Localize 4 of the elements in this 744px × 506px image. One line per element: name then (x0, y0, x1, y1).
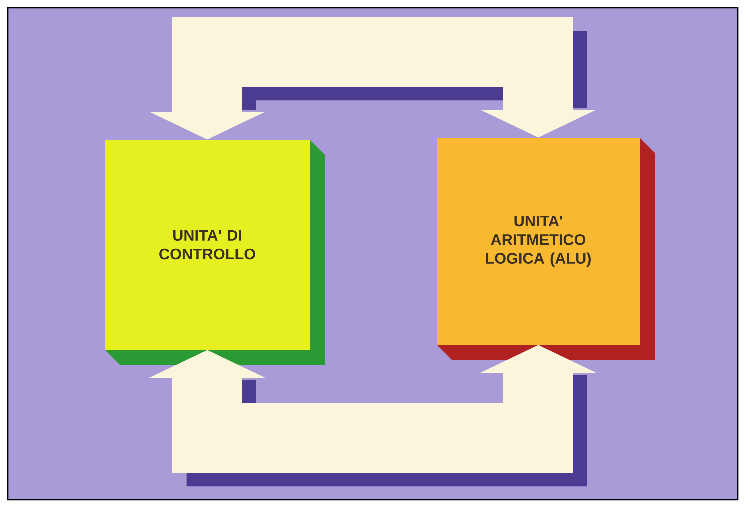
wide-arrow (150, 17, 596, 140)
unit-box: UNITA' ARITMETICO LOGICA (ALU) (437, 138, 655, 360)
unit-box: UNITA' DI CONTROLLO (105, 140, 325, 365)
wide-arrow (150, 345, 596, 473)
